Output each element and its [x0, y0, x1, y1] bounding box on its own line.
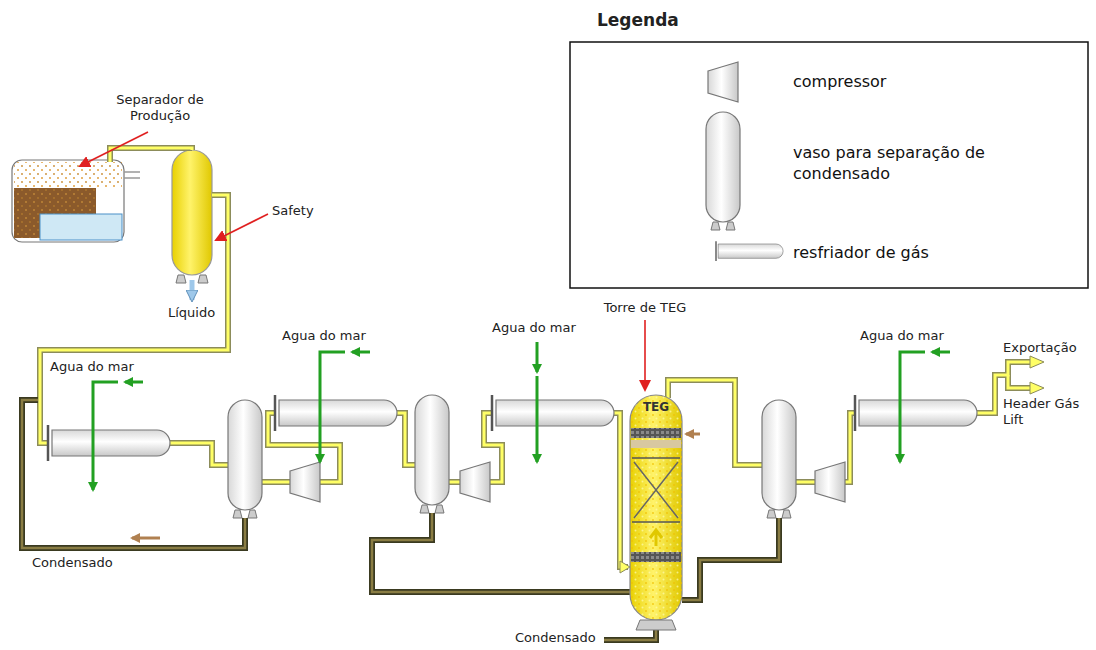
stream-label: Agua do mar	[860, 328, 944, 344]
stream-label: Agua do mar	[492, 320, 576, 336]
callout-label: Separador de Produção	[105, 92, 215, 125]
legend-text: vaso para separação de condensado	[793, 143, 985, 183]
teg-feed-arrow	[686, 433, 700, 436]
vessel	[228, 400, 262, 518]
legend-entry: compressor	[793, 72, 1083, 93]
safety-vessel	[172, 150, 212, 283]
stream-label: Agua do mar	[50, 359, 134, 375]
production-separator	[12, 160, 140, 242]
legend-frame	[570, 42, 1088, 288]
legend-entry: resfriador de gás	[793, 243, 1083, 264]
legend-title: Legenda	[597, 10, 679, 31]
gas-cooler	[492, 395, 614, 431]
compressor	[290, 462, 320, 502]
stream-label: Condensado	[515, 630, 596, 646]
cooler-icon	[716, 241, 783, 261]
condensate-arrow	[132, 537, 160, 540]
gas-pipe	[40, 148, 1030, 567]
legend-text: resfriador de gás	[793, 243, 929, 262]
gas-pipe-outline	[40, 148, 1030, 567]
stream-label: Condensado	[32, 555, 113, 571]
compressor	[815, 462, 845, 502]
callout-label: Safety	[272, 203, 314, 219]
gas-cooler	[48, 425, 170, 461]
tower-node: TEG	[627, 400, 685, 418]
legend-text: compressor	[793, 72, 886, 91]
gas-cooler	[855, 395, 977, 431]
sea-water	[93, 342, 950, 490]
gas-cooler	[275, 395, 397, 431]
teg-tower	[630, 395, 682, 630]
vessel-icon	[706, 112, 740, 230]
stream-label: Header Gás Lift	[1003, 396, 1089, 429]
stream-label: Agua do mar	[282, 328, 366, 344]
legend-entry: vaso para separação de condensado	[793, 143, 1083, 185]
vessel	[415, 395, 449, 513]
compressor	[460, 462, 490, 502]
stream-label: Exportação	[1003, 340, 1077, 356]
liquid-drain	[190, 280, 195, 300]
callout-label: Torre de TEG	[597, 300, 693, 316]
vessel	[762, 400, 796, 518]
stream-label: Líquido	[168, 305, 215, 321]
gas-arrow	[620, 356, 1044, 573]
compressor-icon	[708, 62, 738, 102]
callout-arrow	[80, 132, 645, 390]
node-text: TEG	[627, 400, 685, 414]
